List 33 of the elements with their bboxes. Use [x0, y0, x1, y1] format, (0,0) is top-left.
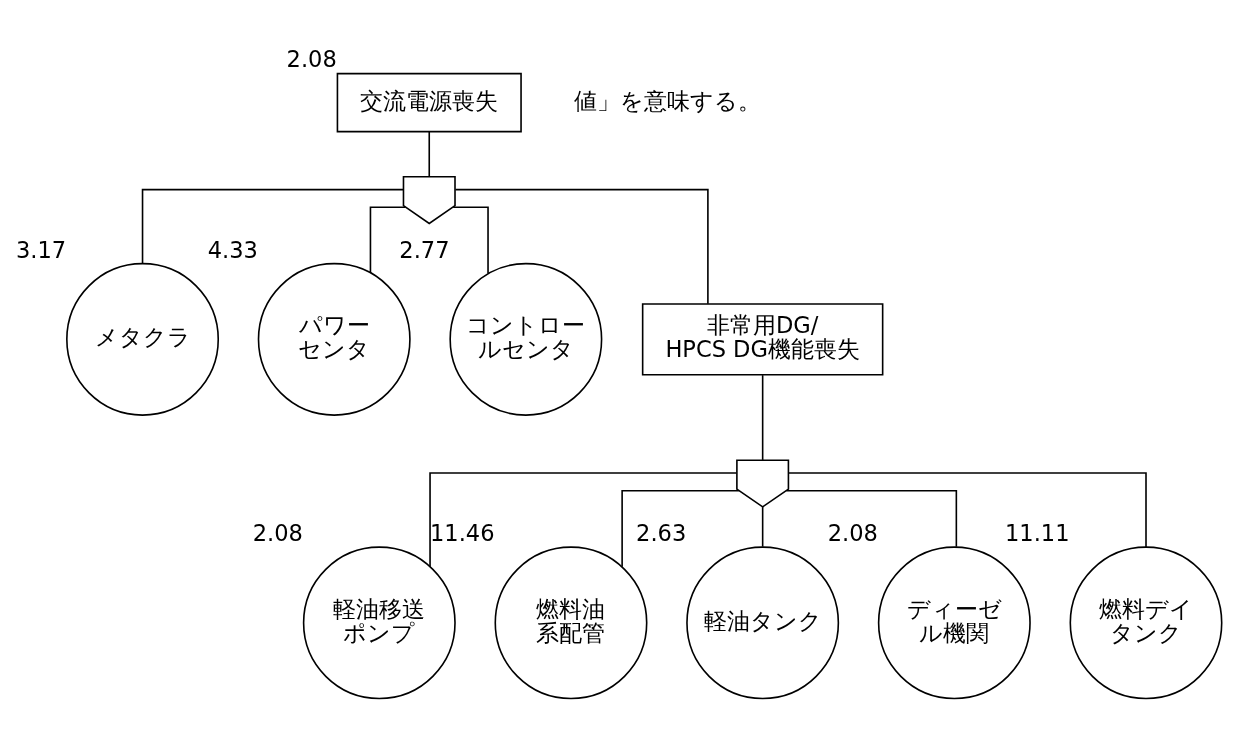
- node-box: 交流電源喪失: [336, 72, 522, 132]
- connector: [454, 188, 709, 305]
- connector: [429, 471, 738, 567]
- node-circle: コントロールセンタ: [449, 262, 603, 416]
- node-label: 3.17: [15, 236, 67, 263]
- connector: [428, 130, 431, 177]
- node-gate: [736, 458, 790, 508]
- connector: [788, 471, 1147, 548]
- node-gate: [402, 175, 456, 224]
- node-label: 2.63: [636, 519, 687, 546]
- node-label: 2.08: [252, 519, 303, 546]
- node-circle: メタクラ: [66, 262, 220, 416]
- node-label: 11.11: [1005, 519, 1070, 546]
- node-circle: 軽油移送ポンプ: [302, 545, 456, 699]
- connector: [141, 188, 405, 264]
- connector: [761, 505, 764, 547]
- node-circle: 軽油タンク: [686, 545, 840, 699]
- node-label: 4.33: [207, 236, 258, 263]
- node-label: 2.08: [827, 519, 878, 546]
- node-circle: 燃料デイタンク: [1069, 545, 1223, 699]
- connector: [452, 206, 489, 274]
- connector: [761, 373, 764, 461]
- node-circle: 燃料油系配管: [494, 545, 648, 699]
- connector: [621, 489, 740, 568]
- node-box: 非常用DG/HPCS DG機能喪失: [641, 302, 884, 376]
- node-label: 11.46: [430, 519, 495, 546]
- node-circle: パワーセンタ: [257, 262, 411, 416]
- node-label: 2.08: [286, 45, 337, 72]
- node-label: 2.77: [399, 236, 450, 263]
- connector: [785, 489, 958, 548]
- connector: [369, 206, 407, 273]
- label: 値」を意味する。: [574, 87, 762, 114]
- node-circle: ディーゼル機関: [877, 545, 1031, 699]
